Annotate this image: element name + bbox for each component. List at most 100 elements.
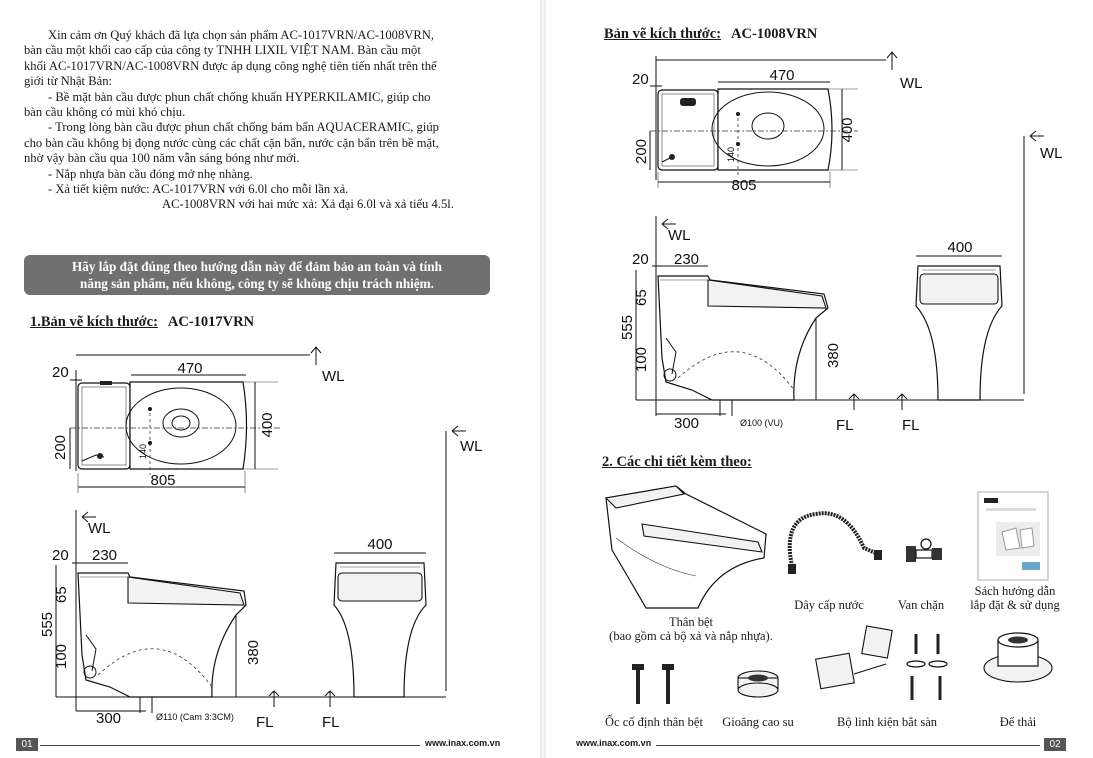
section-title-text: 1.Bản vẽ kích thước: — [30, 314, 158, 330]
label-manual-line2: lắp đặt & sử dụng — [970, 598, 1060, 612]
footer-url: www.inax.com.vn — [425, 738, 501, 748]
dim-470: 470 — [177, 360, 202, 377]
intro-line: Xin cảm ơn Quý khách đã lựa chọn sản phẩ… — [48, 28, 434, 42]
dim-400: 400 — [947, 239, 972, 256]
fl-label: FL — [322, 714, 340, 731]
label-floor-kit: Bộ linh kiện bắt sàn — [837, 715, 937, 729]
wl-label: WL — [668, 227, 691, 244]
wl-label: WL — [1040, 145, 1063, 162]
dim-470: 470 — [769, 67, 794, 84]
accessories-illustrations — [604, 485, 1053, 704]
dim-200: 200 — [633, 139, 650, 164]
wl-side-marker: WL — [445, 425, 483, 691]
toilet-body-illustration — [604, 485, 767, 609]
footer-rule — [40, 745, 420, 746]
dim-140: 140 — [138, 444, 148, 459]
label-hose: Dây cấp nước — [794, 598, 864, 612]
dim-805: 805 — [731, 177, 756, 194]
page-right: Bản vẽ kích thước: AC-1008VRN 20 140 470 … — [546, 0, 1093, 758]
drain-label: Ø100 (VU) — [740, 418, 783, 428]
dim-65: 65 — [53, 586, 70, 603]
section-model: AC-1017VRN — [167, 314, 255, 330]
side-view: WL 20 230 555 65 100 380 300 Ø110 (Cam 3… — [39, 510, 446, 731]
label-gasket: Gioăng cao su — [722, 715, 794, 729]
dim-400: 400 — [839, 117, 856, 142]
page-gutter — [540, 0, 546, 758]
dim-20: 20 — [52, 364, 69, 381]
dim-65: 65 — [633, 289, 650, 306]
dim-555: 555 — [39, 612, 56, 637]
wl-label: WL — [322, 368, 345, 385]
intro-line: bàn cầu một khối cao cấp của công ty TNH… — [24, 43, 421, 58]
dim-805: 805 — [150, 472, 175, 489]
label-manual-line1: Sách hướng dẫn — [974, 584, 1056, 598]
accessories-title: 2. Các chi tiết kèm theo: — [602, 454, 752, 470]
feature-line: - Xả tiết kiệm nước: AC-1017VRN với 6.0l… — [48, 182, 349, 197]
page-number: 01 — [16, 738, 38, 751]
section-model: AC-1008VRN — [731, 26, 818, 42]
wl-label: WL — [900, 75, 923, 92]
wl-label: WL — [460, 438, 483, 455]
dim-380: 380 — [245, 640, 262, 665]
label-manual: Sách hướng dẫn lắp đặt & sử dụng — [960, 584, 1070, 612]
side-view: WL 20 230 555 65 100 380 300 Ø100 (VU) F… — [619, 216, 1024, 434]
page-left: Xin cảm ơn Quý khách đã lựa chọn sản phẩ… — [0, 0, 540, 758]
drain-label: Ø110 (Cam 3:3CM) — [156, 712, 234, 722]
wl-side-marker: WL — [1023, 130, 1063, 394]
fl-label: FL — [902, 417, 920, 434]
feature-line: bàn cầu không có mùi khó chịu. — [24, 105, 186, 120]
wl-label: WL — [88, 520, 111, 537]
drain-base-illustration — [983, 632, 1053, 683]
feature-line: cho bàn cầu không bị đọng nước cùng các … — [24, 135, 439, 150]
label-body: Thân bệt (bao gồm cả bộ xả và nắp nhựa). — [596, 615, 786, 643]
dim-400: 400 — [367, 536, 392, 553]
feature-line: nhờ vậy bàn cầu qua 100 năm vẫn sáng bón… — [24, 151, 300, 166]
floor-kit-illustration — [815, 625, 948, 700]
front-view: 400 — [915, 239, 1003, 401]
dim-20: 20 — [52, 547, 69, 564]
dim-100: 100 — [53, 644, 70, 669]
label-body-line1: Thân bệt — [668, 615, 714, 629]
dim-20: 20 — [632, 71, 649, 88]
label-base: Đế thải — [999, 715, 1037, 729]
warning-line: Hãy lắp đặt đúng theo hướng dẫn này để đ… — [72, 259, 442, 274]
dim-300: 300 — [96, 710, 121, 727]
hose-illustration — [787, 511, 882, 574]
label-screws: Ốc cố định thân bệt — [605, 715, 703, 729]
fl-label: FL — [836, 417, 854, 434]
section-title-1017: 1.Bản vẽ kích thước: AC-1017VRN — [30, 314, 254, 331]
screws-illustration — [632, 664, 674, 704]
label-valve: Van chặn — [897, 598, 945, 612]
drawing-ac1017vrn: 20 140 470 400 200 805 — [39, 346, 483, 731]
footer-url: www.inax.com.vn — [576, 738, 652, 748]
dim-555: 555 — [619, 315, 636, 340]
warning-line: năng sản phẩm, nếu không, công ty sẽ khô… — [80, 276, 434, 291]
dim-230: 230 — [674, 251, 699, 268]
dim-230: 230 — [92, 547, 117, 564]
drawing-ac1008vrn: 20 140 470 400 200 805 — [619, 51, 1063, 434]
intro-line: khối AC-1017VRN/AC-1008VRN được áp dụng … — [24, 58, 437, 73]
feature-line: - Nắp nhựa bàn cầu đóng mở nhẹ nhàng. — [48, 166, 253, 181]
feature-line: - Bề mặt bàn cầu được phun chất chống kh… — [48, 89, 431, 104]
dim-200: 200 — [52, 435, 69, 460]
front-view: 400 — [333, 536, 427, 698]
footer-rule — [656, 745, 1040, 746]
dim-140: 140 — [726, 147, 736, 162]
feature-line: - Trong lòng bàn cầu được phun chất chốn… — [48, 120, 439, 135]
dim-100: 100 — [633, 347, 650, 372]
label-body-line2: (bao gồm cả bộ xả và nắp nhựa). — [609, 629, 773, 643]
dim-300: 300 — [674, 415, 699, 432]
intro-text: Xin cảm ơn Quý khách đã lựa chọn sản phẩ… — [24, 28, 494, 213]
intro-line: giới từ Nhật Bản: — [24, 74, 112, 89]
page-number: 02 — [1044, 738, 1066, 751]
gasket-illustration — [737, 670, 779, 698]
dim-400: 400 — [259, 412, 276, 437]
dim-380: 380 — [825, 343, 842, 368]
dim-20: 20 — [632, 251, 649, 268]
section-title-1008: Bản vẽ kích thước: AC-1008VRN — [604, 26, 817, 43]
valve-illustration — [906, 538, 942, 562]
top-view: 20 140 470 400 200 805 — [632, 51, 923, 194]
section-title-text: Bản vẽ kích thước: — [604, 26, 722, 42]
feature-line: AC-1008VRN với hai mức xả: Xả đại 6.0l v… — [162, 197, 454, 212]
top-view: 20 140 470 400 200 805 — [52, 346, 345, 493]
